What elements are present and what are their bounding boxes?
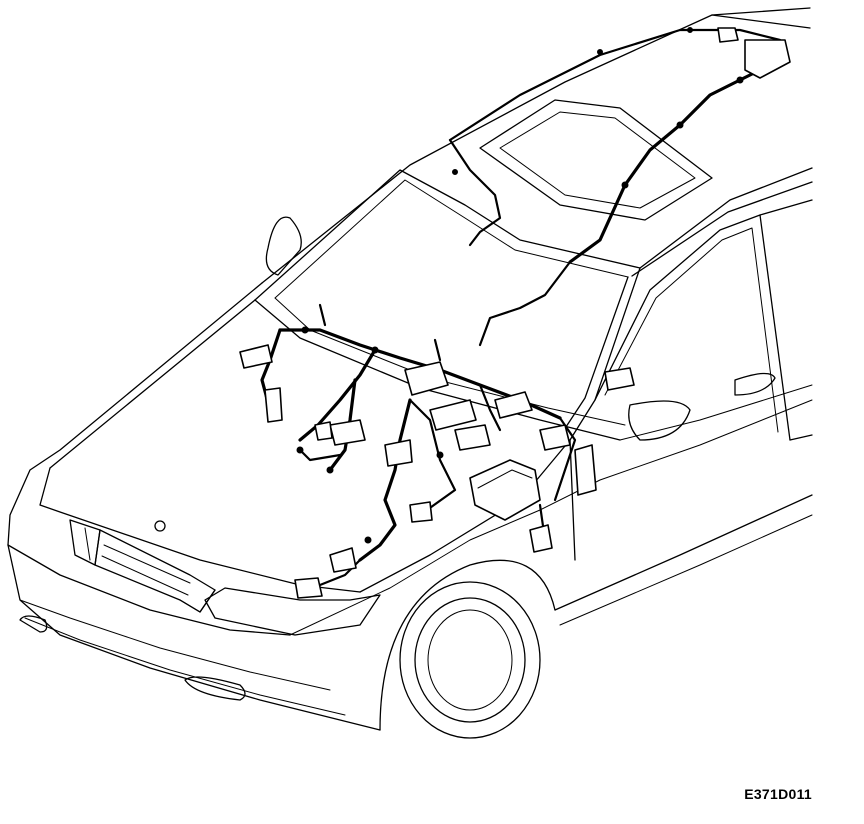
figure-reference-code: E371D011 xyxy=(744,786,812,802)
headlamp-connector xyxy=(239,344,273,369)
harness-components xyxy=(239,27,791,599)
roof-connector xyxy=(744,39,791,79)
relay-module xyxy=(329,419,366,446)
fuse-box xyxy=(469,459,541,521)
engine-bay-harness xyxy=(298,348,377,442)
roof-harness xyxy=(568,68,762,264)
